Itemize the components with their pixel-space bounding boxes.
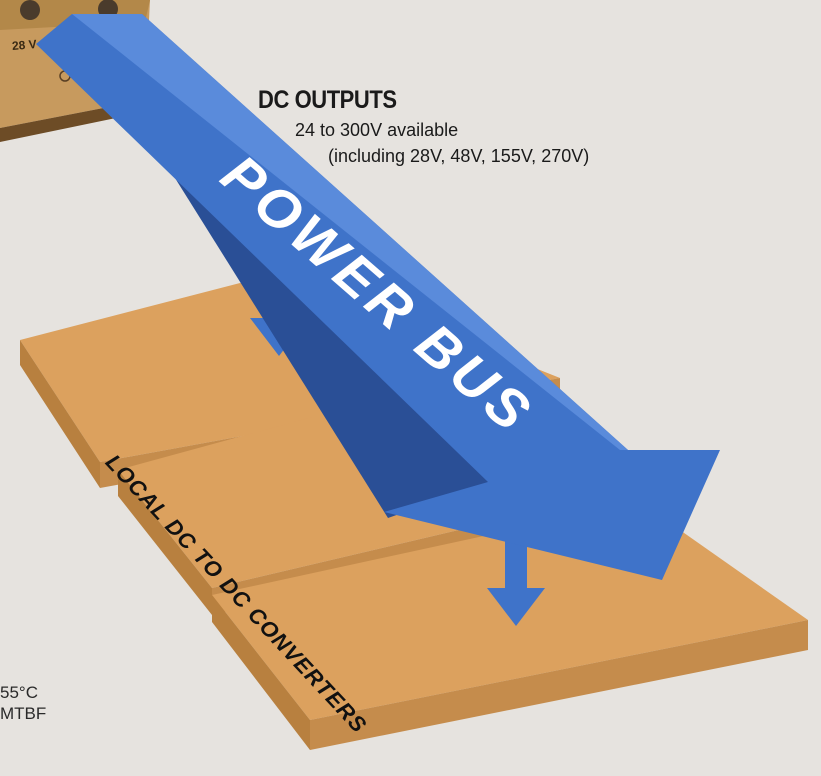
dc-outputs-examples: (including 28V, 48V, 155V, 270V) bbox=[328, 146, 589, 167]
dc-outputs-range: 24 to 300V available bbox=[295, 120, 458, 141]
dc-outputs-title: DC OUTPUTS bbox=[258, 86, 397, 115]
spec-mtbf: MTBF bbox=[0, 704, 46, 724]
power-unit-label: 28 V bbox=[11, 37, 37, 53]
spec-temperature: 55°C bbox=[0, 683, 38, 703]
output-terminal-icon bbox=[20, 0, 40, 20]
